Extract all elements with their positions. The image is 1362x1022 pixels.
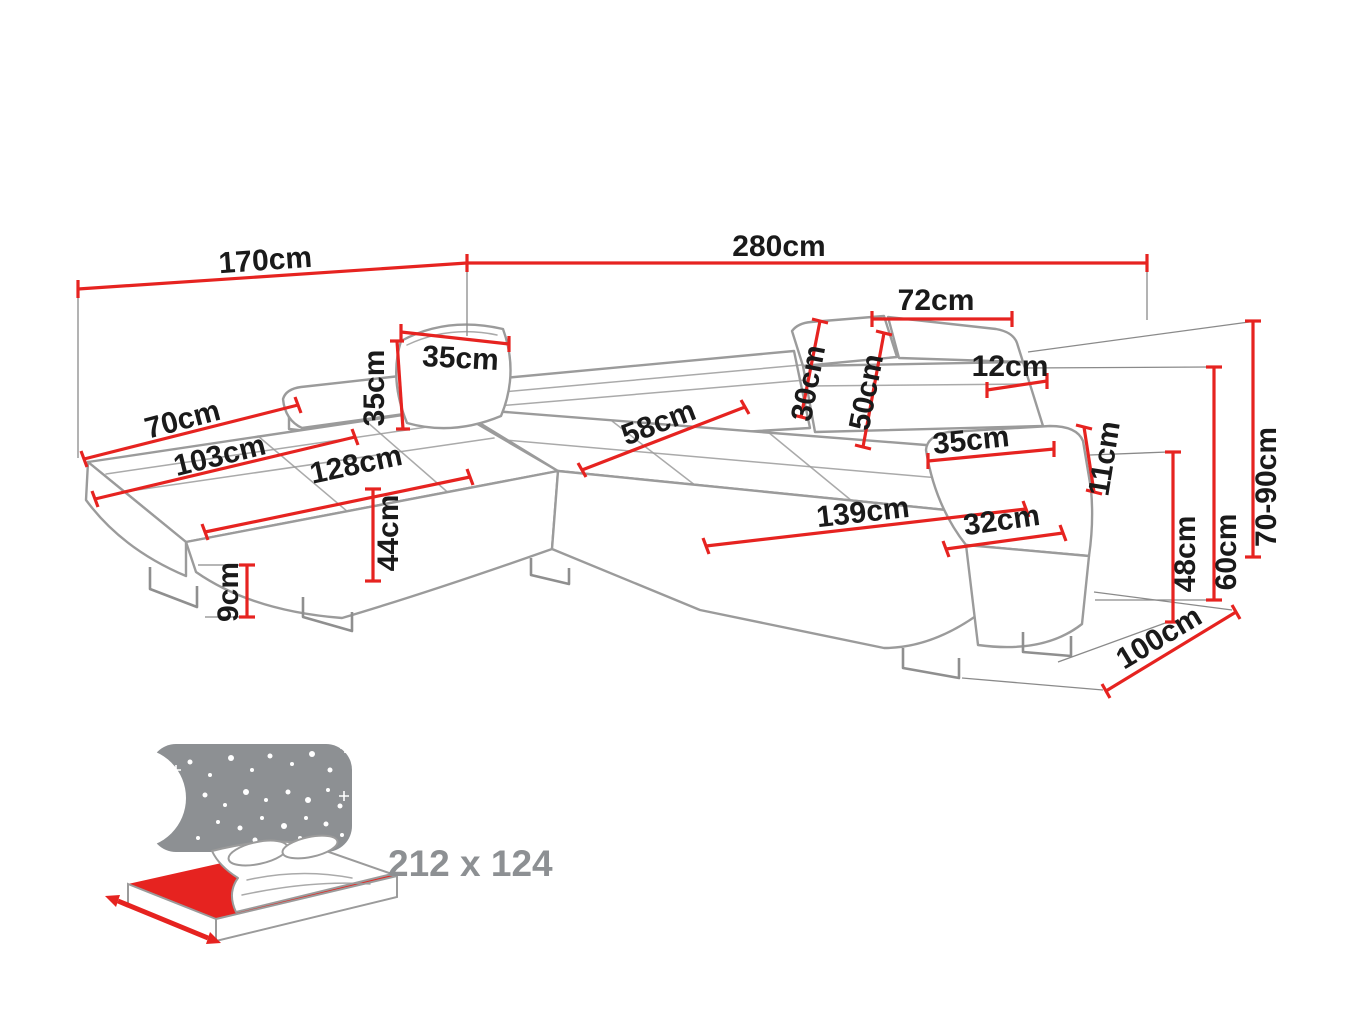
- dimension-pillow-width: 35cm: [399, 324, 511, 377]
- leg: [301, 597, 354, 633]
- leg: [148, 567, 199, 609]
- dim-label-280: 280cm: [732, 230, 825, 263]
- leg: [529, 558, 571, 586]
- pillow: [395, 323, 512, 430]
- dim-label-11: 11cm: [1082, 419, 1126, 498]
- sleeping-area-label: 212 x 124: [388, 843, 553, 884]
- dim-label-72: 72cm: [898, 284, 975, 317]
- dim-label-9: 9cm: [212, 562, 245, 622]
- dimension-170: 170cm: [76, 241, 469, 298]
- sparkle-icons: [171, 743, 350, 801]
- dimension-armrest-35: 35cm: [926, 420, 1056, 469]
- dim-label-pillow-height: 35cm: [358, 350, 391, 427]
- headrest-right: [886, 315, 1025, 364]
- stars: [187, 751, 344, 843]
- dim-label-48: 48cm: [1169, 516, 1202, 593]
- dim-label-pillow-width: 35cm: [421, 340, 499, 377]
- dimension-12: 12cm: [972, 350, 1049, 398]
- dim-label-44: 44cm: [372, 495, 405, 572]
- width-arrow: [117, 898, 209, 941]
- sleeping-function-icon: 212 x 124: [86, 743, 553, 944]
- dim-label-170: 170cm: [218, 241, 313, 280]
- mattress-side-right: [215, 874, 398, 943]
- dim-label-70-90: 70-90cm: [1250, 427, 1283, 547]
- dimension-9: 9cm: [212, 562, 255, 622]
- dimension-70-90: 70-90cm: [1245, 319, 1283, 559]
- arrow-head-left: [105, 895, 120, 907]
- night-sky-headboard: [150, 744, 352, 852]
- dim-label-70: 70cm: [141, 394, 224, 446]
- dimension-pillow-height: 35cm: [358, 339, 410, 431]
- dimension-48: 48cm: [1165, 450, 1202, 624]
- dim-label-12: 12cm: [972, 350, 1049, 383]
- pillow-icon: [281, 834, 339, 860]
- moon-crescent-cut: [86, 748, 186, 848]
- dim-label-armrest-35: 35cm: [931, 420, 1011, 461]
- dimension-280: 280cm: [467, 230, 1149, 272]
- dimension-44: 44cm: [365, 487, 405, 583]
- leg: [1021, 632, 1073, 658]
- dimension-72: 72cm: [870, 284, 1014, 327]
- arrow-head-right: [206, 932, 221, 944]
- chaise-side: [84, 460, 188, 578]
- leg: [901, 648, 961, 680]
- extension-lines: [77, 268, 1250, 691]
- dimension-100: 100cm: [1100, 600, 1242, 699]
- dim-label-60: 60cm: [1210, 514, 1243, 591]
- dimension-60: 60cm: [1206, 365, 1243, 602]
- armrest-side: [964, 543, 1091, 649]
- sofa-outline: [84, 314, 1094, 680]
